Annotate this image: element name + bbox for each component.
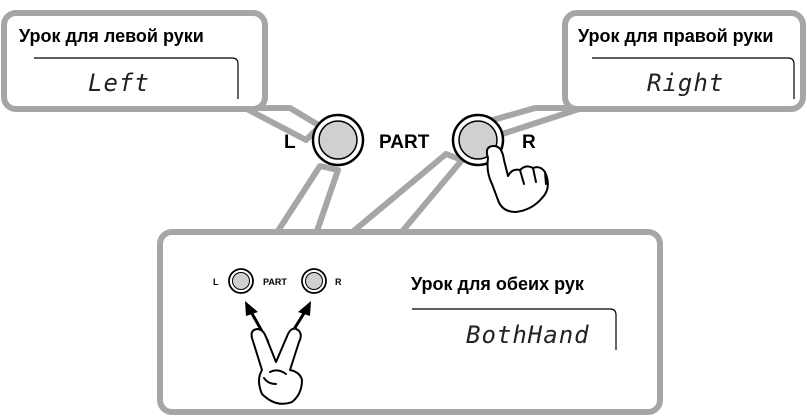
both-lesson-display: BothHand (466, 321, 590, 349)
left-lesson-title: Урок для левой руки (19, 26, 204, 46)
right-hand-callout: Урок для правой руки Right (562, 10, 806, 112)
right-display-frame (592, 57, 795, 99)
mini-left-part-button (228, 268, 254, 294)
left-hand-callout: Урок для левой руки Left (1, 10, 268, 112)
right-callout-box (562, 10, 806, 112)
both-hands-callout: L PART R Урок для обеих рук BothHand (157, 229, 663, 415)
both-lesson-title: Урок для обеих рук (411, 274, 585, 294)
right-part-label: R (522, 132, 536, 153)
left-callout-box (1, 10, 268, 112)
mini-right-part-button (301, 268, 327, 294)
mini-part-label: PART (263, 277, 287, 287)
part-button-panel: L PART R (284, 113, 549, 213)
both-callout-pointer-right (347, 151, 465, 237)
both-callout-pointer-left (273, 163, 341, 237)
right-lesson-display: Right (647, 69, 724, 97)
pointing-hand-icon (485, 145, 549, 213)
left-part-button[interactable] (311, 113, 365, 167)
left-lesson-display: Left (88, 69, 150, 97)
both-display-frame (412, 308, 617, 350)
two-finger-hand-icon (250, 327, 303, 405)
right-lesson-title: Урок для правой руки (578, 26, 774, 46)
mini-right-part-label: R (335, 277, 342, 287)
part-label: PART (379, 132, 430, 153)
mini-left-part-label: L (213, 277, 219, 287)
left-part-label: L (284, 132, 296, 153)
left-display-frame (34, 57, 239, 99)
left-callout-pointer (242, 105, 323, 143)
